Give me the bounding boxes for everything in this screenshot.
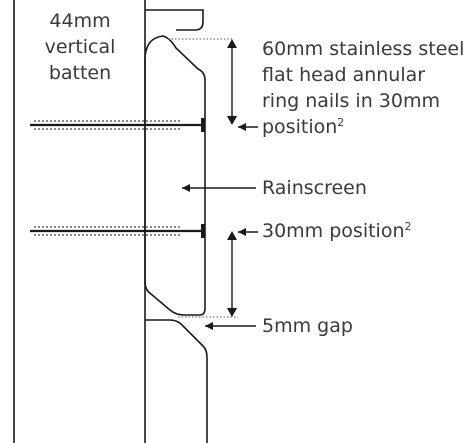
rainscreen-label: Rainscreen — [262, 177, 367, 199]
rainscreen-board-bottom — [145, 319, 208, 443]
arrowhead-down-top — [227, 116, 237, 125]
nails-label: 60mm stainless steel flat head annular r… — [262, 36, 464, 140]
ring-nail-upper — [30, 118, 205, 132]
leader-gap-arrowhead — [205, 322, 213, 330]
nails-label-line-3: ring nails in 30mm — [262, 90, 440, 112]
batten-label: 44mm vertical batten — [30, 8, 130, 86]
leader-30mm-arrowhead — [238, 228, 246, 236]
arrowhead-down-bottom — [227, 308, 237, 317]
batten-label-line-2: vertical — [44, 36, 116, 58]
position-30mm-label: 30mm position2 — [262, 218, 412, 244]
nails-footnote-marker: 2 — [337, 116, 345, 129]
ring-nail-lower — [30, 224, 205, 238]
leader-rainscreen-arrowhead — [182, 184, 190, 192]
batten-label-line-3: batten — [48, 62, 112, 84]
rainscreen-board-middle — [144, 35, 206, 316]
nails-position-word: position — [262, 116, 338, 138]
leader-nails-arrowhead — [238, 123, 246, 131]
position-30mm-footnote-marker: 2 — [404, 220, 412, 233]
batten-label-line-1: 44mm — [49, 10, 111, 32]
position-30mm-text: 30mm position — [262, 220, 405, 242]
gap-label: 5mm gap — [262, 315, 353, 337]
nails-label-line-1: 60mm stainless steel — [262, 38, 465, 60]
rainscreen-board-top — [145, 9, 204, 31]
nails-label-line-2: flat head annular — [262, 64, 426, 86]
arrowhead-up-top — [227, 39, 237, 48]
nails-label-line-4: position2 — [262, 114, 464, 140]
arrowhead-up-bottom — [227, 231, 237, 240]
